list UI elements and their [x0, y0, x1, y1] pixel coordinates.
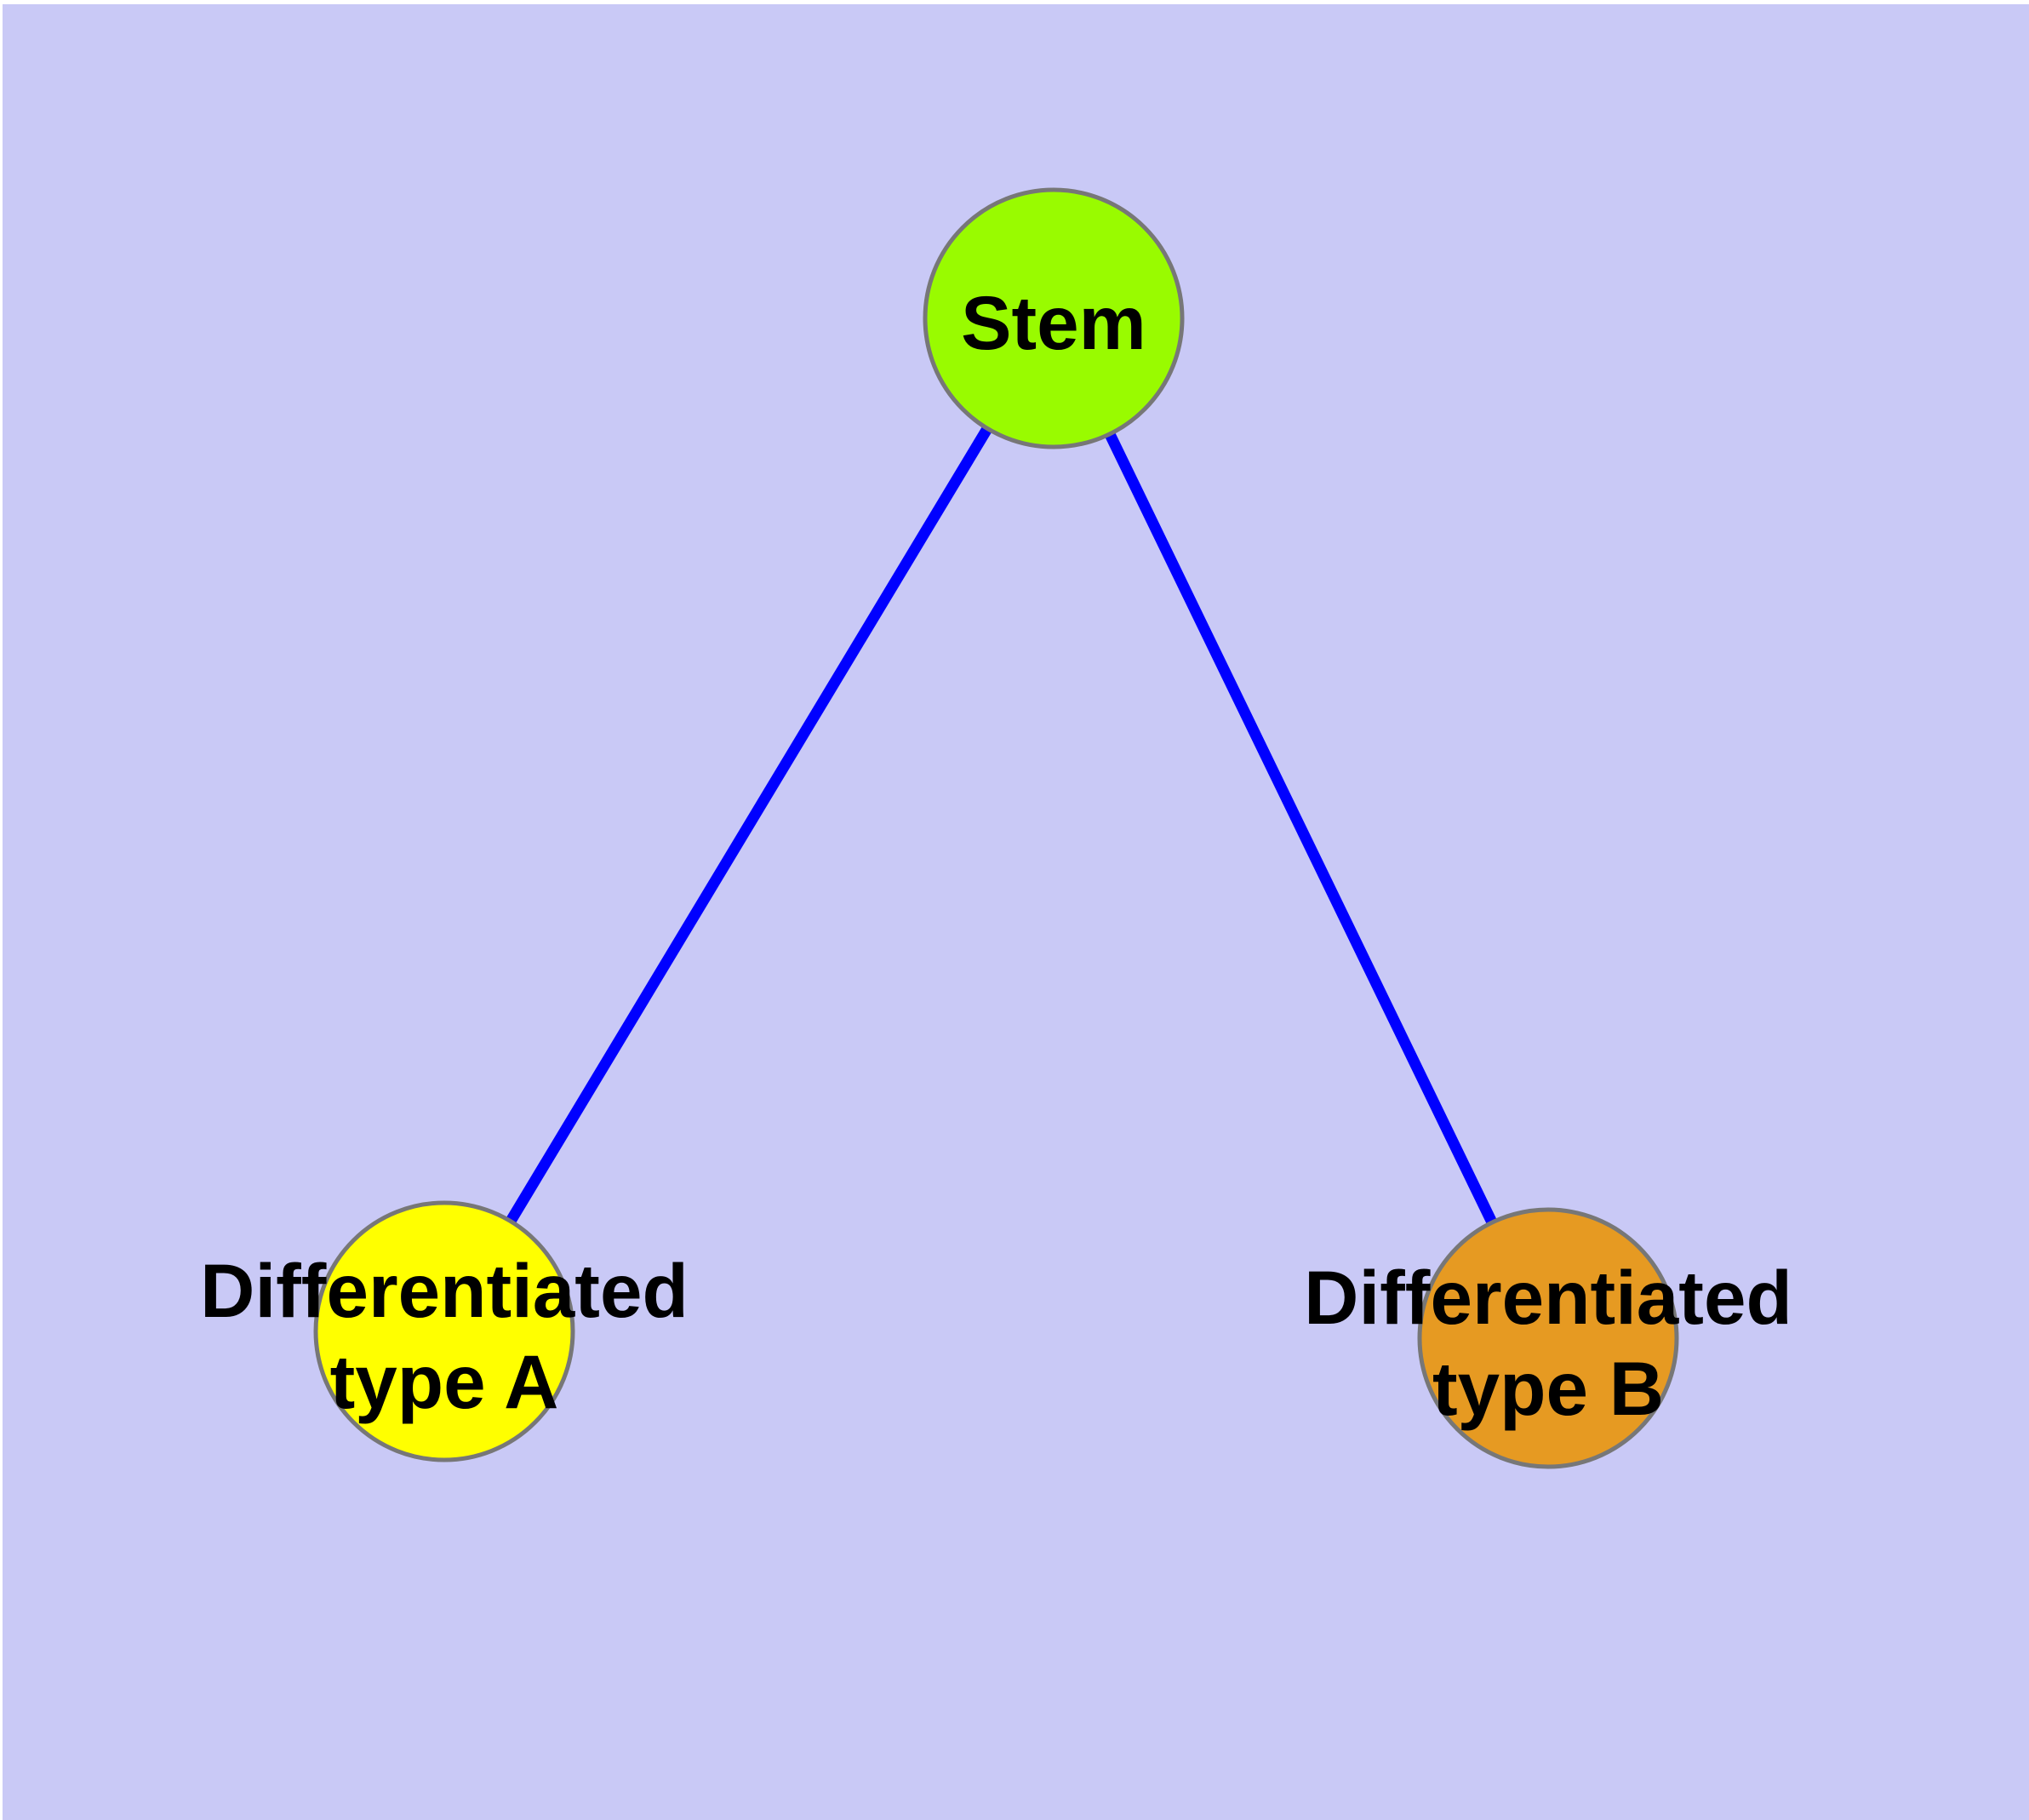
edge-group: [439, 315, 1553, 1341]
node-stem-label: Stem: [961, 280, 1146, 365]
node-stem: Stem: [923, 187, 1185, 449]
node-differentiated-type-a-label-line2: type A: [330, 1339, 559, 1424]
node-differentiated-type-b-label-line2: type B: [1432, 1346, 1664, 1431]
node-stem-circle: [923, 187, 1185, 449]
node-differentiated-type-b-circle: [1417, 1207, 1679, 1469]
node-differentiated-type-a: Differentiated type A: [200, 1200, 689, 1462]
node-differentiated-type-a-label-line1: Differentiated: [200, 1248, 689, 1333]
edge-stem-to-type-b: [1049, 316, 1553, 1341]
edge-stem-to-type-a: [439, 315, 1059, 1335]
node-differentiated-type-a-circle: [313, 1200, 575, 1462]
node-differentiated-type-b-label-line1: Differentiated: [1304, 1255, 1792, 1340]
node-differentiated-type-b: Differentiated type B: [1304, 1207, 1792, 1469]
